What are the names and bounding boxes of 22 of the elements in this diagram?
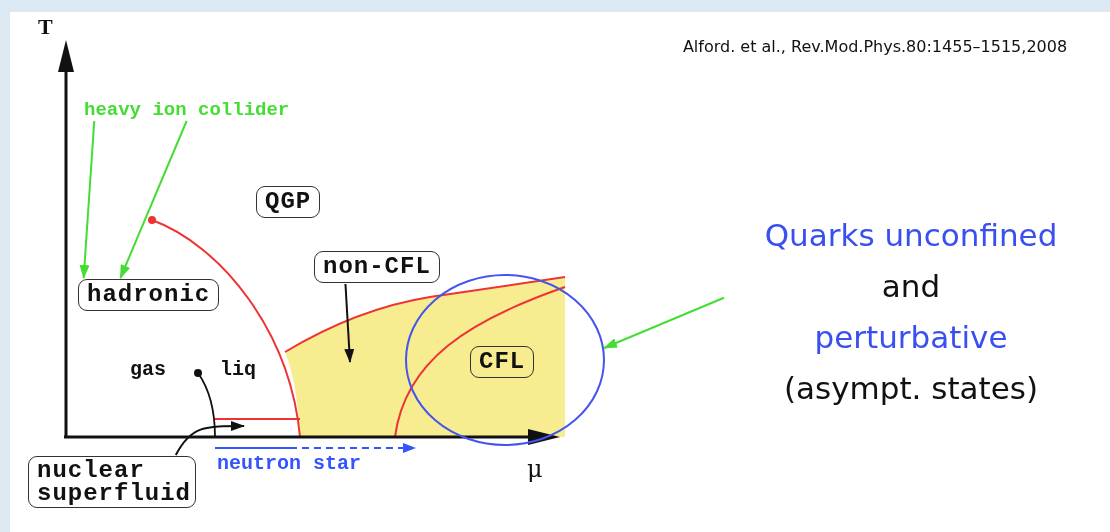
axis-label: T: [38, 14, 53, 40]
annotation-text: neutron star: [217, 452, 362, 475]
annotation-text: (asympt. states): [782, 369, 1040, 408]
arrow: [603, 296, 725, 350]
leader-arrow: [119, 120, 188, 279]
phase-label: non-CFL: [314, 251, 440, 283]
phase-label: hadronic: [78, 279, 220, 311]
phase-label: CFL: [470, 346, 535, 378]
axis-label: μ: [527, 455, 543, 483]
annotation-text: perturbative: [813, 318, 1009, 357]
citation-text: Alford. et al., Rev.Mod.Phys.80:1455–1515,2008: [681, 36, 1069, 58]
arrow: [344, 283, 355, 363]
leader-arrow: [79, 120, 96, 279]
leader-arrow: [174, 421, 245, 456]
annotation-text: heavy ion collider: [84, 100, 290, 120]
circle-outline: [405, 274, 605, 446]
phase-label: nuclear superfluid: [28, 456, 196, 508]
phase-label: QGP: [256, 186, 321, 218]
phase-text: gas: [130, 358, 166, 381]
annotation-text: and: [880, 267, 942, 306]
annotation-text: Quarks unconfined: [763, 216, 1059, 255]
phase-text: liq: [220, 358, 256, 381]
